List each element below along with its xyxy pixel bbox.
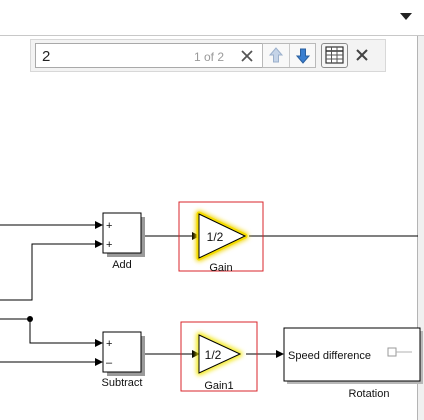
- search-match-count: 1 of 2: [194, 50, 225, 64]
- rotation-port-handle: [387, 347, 397, 357]
- chevron-down-icon[interactable]: [399, 10, 413, 22]
- subtract-port2-sign: –: [106, 357, 113, 369]
- input-line-2: [0, 240, 103, 301]
- rotation-subsystem[interactable]: Speed difference Rotation: [283, 327, 423, 400]
- signal-lines: [0, 221, 418, 366]
- add-block[interactable]: + + Add: [102, 212, 145, 271]
- next-match-button[interactable]: [289, 44, 316, 67]
- search-input[interactable]: 2 1 of 2: [35, 43, 291, 68]
- canvas-scrollbar[interactable]: [417, 36, 424, 420]
- gain1-match-box: [180, 321, 258, 392]
- arrow-down-icon: [295, 48, 311, 64]
- branch-point: [27, 316, 33, 322]
- toolbar-strip: [0, 0, 424, 36]
- subtract-block[interactable]: + – Subtract: [102, 331, 145, 389]
- gain-value: 1/2: [207, 230, 224, 244]
- previous-match-button[interactable]: [263, 44, 289, 67]
- gain1-value: 1/2: [205, 348, 222, 362]
- add-port1-sign: +: [106, 220, 112, 232]
- clear-x-icon[interactable]: [240, 49, 254, 63]
- gain-label: Gain: [209, 262, 232, 274]
- rotation-port-label: Speed difference: [288, 350, 371, 362]
- gain-match-box: [178, 201, 264, 272]
- gain-block[interactable]: 1/2 Gain: [178, 201, 264, 274]
- gain1-block[interactable]: 1/2 Gain1: [180, 321, 258, 392]
- grid-table-icon: [325, 46, 344, 64]
- close-icon[interactable]: [353, 46, 371, 64]
- subtract-label: Subtract: [102, 377, 143, 389]
- input-line-4: [29, 319, 103, 347]
- find-bar: 2 1 of 2: [30, 39, 386, 72]
- match-navigation: [262, 43, 316, 68]
- subtract-port1-sign: +: [106, 338, 112, 350]
- select-all-matches-button[interactable]: [321, 43, 348, 68]
- add-label: Add: [112, 259, 132, 271]
- search-query-text: 2: [42, 48, 51, 65]
- gain1-label: Gain1: [204, 380, 233, 392]
- arrow-up-icon: [268, 47, 284, 63]
- rotation-label: Rotation: [349, 388, 390, 400]
- add-port2-sign: +: [106, 239, 112, 251]
